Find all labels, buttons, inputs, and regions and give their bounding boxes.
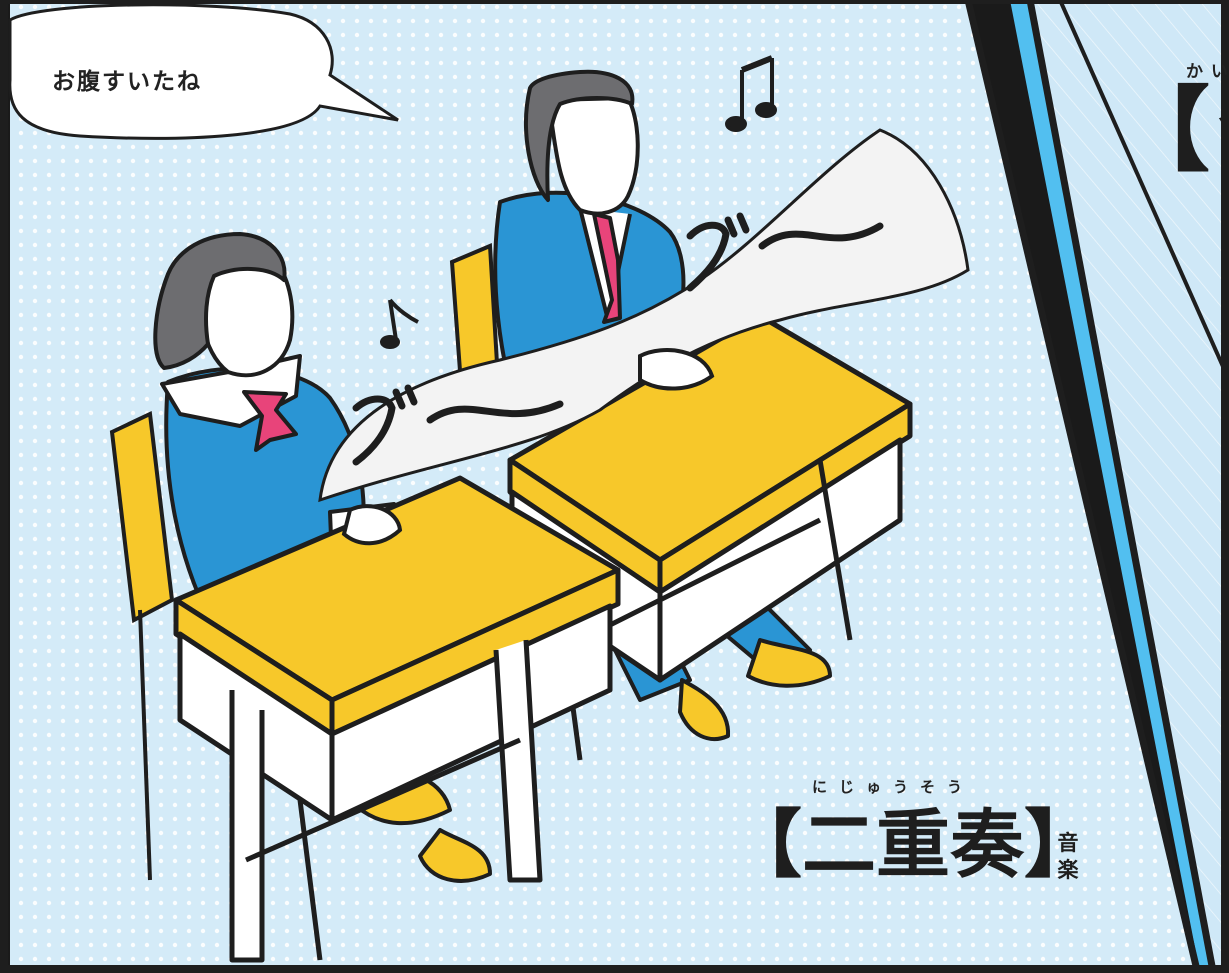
girl-chair	[109, 411, 175, 881]
girl-hands	[341, 504, 403, 546]
title-category: 音楽	[1057, 831, 1079, 882]
right-panel	[1026, 0, 1229, 967]
speech-bubble-text: お腹すいたね	[52, 69, 202, 95]
right-title-word: 【皆	[1118, 76, 1229, 184]
title-ruby: にじゅうそう	[812, 778, 975, 796]
music-note-icon	[725, 55, 777, 132]
front-desk	[173, 475, 621, 963]
sound-effect-text	[352, 212, 884, 466]
title-word: 【二重奏】	[728, 802, 1098, 888]
right-title-ruby: かい	[1186, 62, 1229, 82]
music-note-small-icon	[380, 298, 419, 349]
speech-bubble	[8, 3, 399, 140]
boy-hands	[638, 348, 715, 391]
